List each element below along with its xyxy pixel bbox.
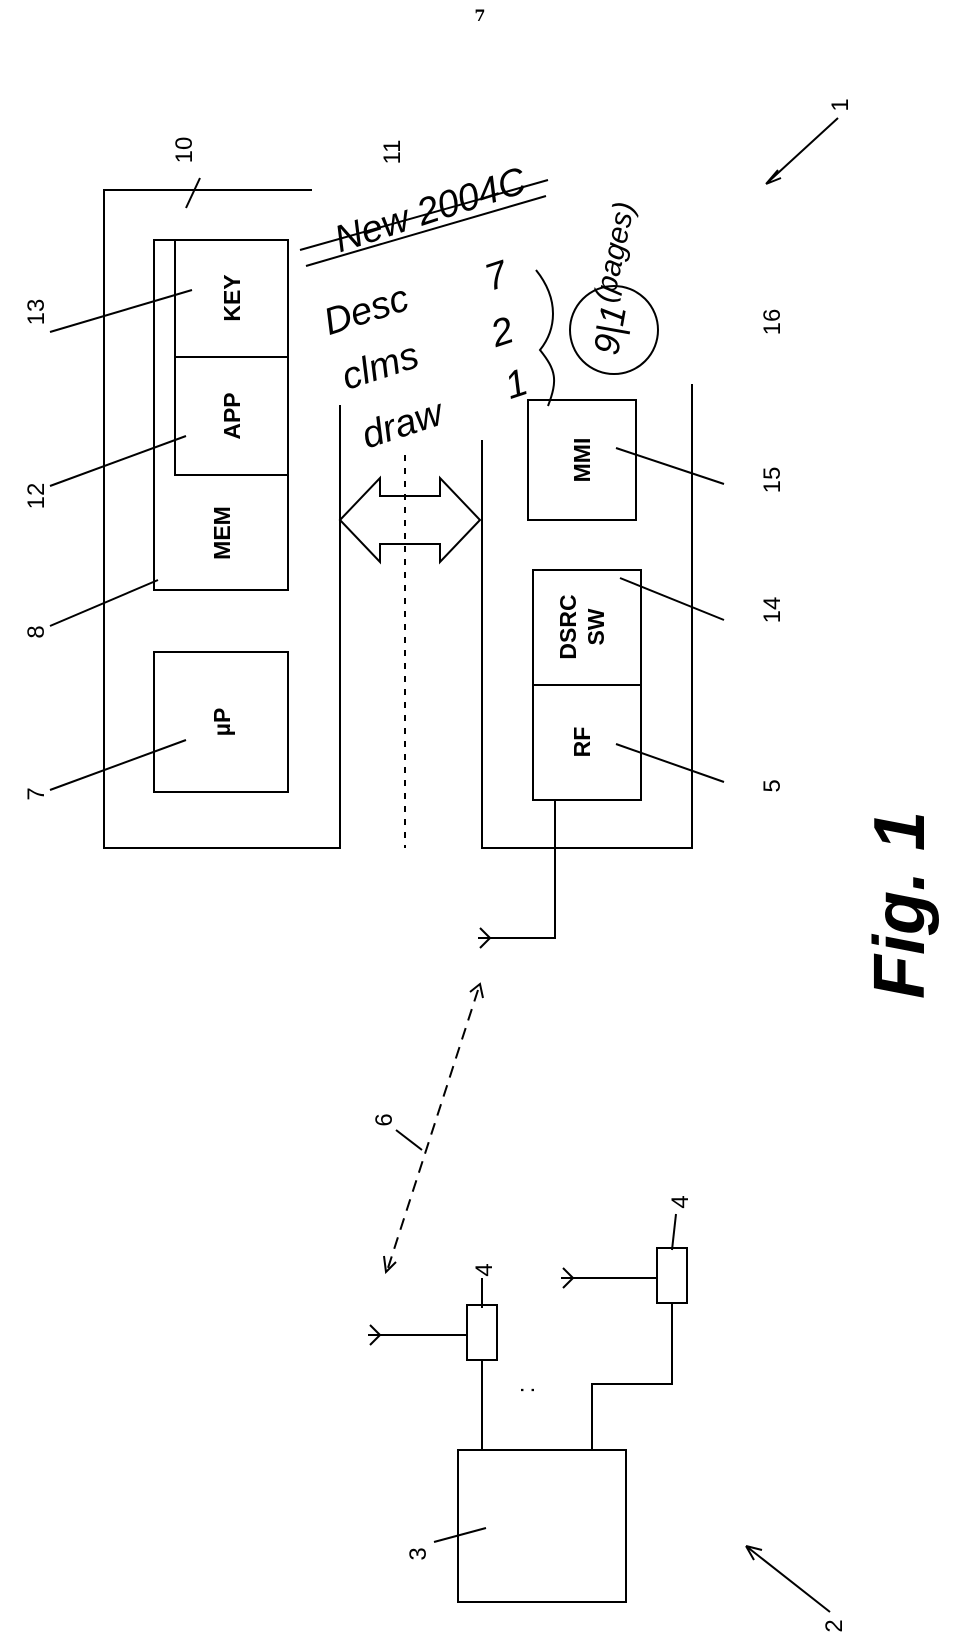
radio-link-dashed (387, 989, 479, 1269)
ref-numeral-6: 6 (371, 1113, 398, 1126)
ref-numeral-5: 5 (759, 779, 786, 792)
ref-leader-13 (49, 289, 193, 333)
ref-leader-8 (49, 579, 159, 627)
ref-leader-4b (671, 1213, 677, 1251)
module-unit-outline (481, 384, 693, 849)
host-unit-outline (103, 189, 341, 849)
note-line2-label: clms (337, 335, 424, 399)
handwritten-note: New 2004C Desc 7 clms 2 draw 1 (pages) 9… (299, 160, 659, 457)
rf-block (532, 684, 642, 801)
ref-leader-6 (395, 1129, 423, 1151)
beacon-b-wire (591, 1303, 673, 1450)
note-circle (569, 285, 659, 375)
dsrc-label-line2: SW (583, 608, 609, 645)
note-line2-value: 2 (485, 309, 519, 356)
interface-double-arrow (338, 475, 482, 565)
rf-label: RF (569, 727, 595, 758)
mmi-label: MMI (569, 438, 595, 483)
processor-label: µP (209, 708, 235, 737)
note-title: New 2004C (329, 160, 531, 261)
note-line1-value: 7 (480, 253, 515, 300)
ref-arrow-2 (745, 1545, 831, 1613)
ref-numeral-11: 11 (379, 140, 406, 165)
rf-antenna-wire (490, 800, 556, 939)
key-label: KEY (219, 274, 245, 321)
mem-label: MEM (209, 506, 235, 560)
central-unit-block (457, 1449, 627, 1603)
ref-leader-12 (49, 435, 187, 487)
ref-leader-3 (433, 1527, 487, 1543)
processor-block (153, 651, 289, 793)
app-label: APP (219, 392, 245, 439)
ref-numeral-1: 1 (827, 98, 854, 111)
beacon-b-block (656, 1247, 688, 1304)
page-number: 7 (474, 6, 486, 25)
ref-numeral-4b: 4 (667, 1195, 694, 1208)
ref-numeral-7: 7 (23, 787, 50, 800)
ref-numeral-4a: 4 (471, 1263, 498, 1276)
note-line3-label: draw (357, 391, 451, 457)
note-line3-value: 1 (500, 361, 533, 407)
ref-leader-14 (619, 577, 725, 621)
ref-numeral-13: 13 (23, 299, 50, 326)
ref-numeral-3: 3 (405, 1547, 432, 1560)
ref-numeral-2: 2 (821, 1619, 848, 1632)
ref-numeral-12: 12 (23, 483, 50, 510)
ref-numeral-14: 14 (759, 597, 786, 624)
rf-antenna-icon (478, 927, 491, 949)
ref-arrow-1 (765, 117, 839, 185)
beacon-b-antenna-icon (561, 1267, 574, 1289)
ref-numeral-15: 15 (759, 467, 786, 494)
note-line1-label: Desc (319, 277, 414, 344)
ref-numeral-16: 16 (759, 309, 786, 336)
ref-leader-10 (185, 177, 201, 209)
ref-numeral-10: 10 (171, 137, 198, 164)
dsrc-label-line1: DSRC (555, 594, 581, 659)
radio-link-arrowhead-bottom (383, 1255, 397, 1275)
note-bracket (535, 269, 556, 407)
mmi-block (527, 399, 637, 521)
ref-leader-5 (615, 743, 725, 783)
radio-link-arrowhead-top (469, 982, 484, 999)
beacon-a-block (466, 1304, 498, 1361)
ref-leader-7 (49, 739, 187, 791)
beacon-ellipsis: : (513, 1387, 540, 1394)
note-underline-1 (299, 179, 549, 251)
note-circled-value: 9|1 (585, 302, 634, 358)
figure-caption: Fig. 1 (860, 811, 940, 999)
beacon-a-antenna-icon (368, 1324, 381, 1346)
note-underline-2 (305, 195, 547, 267)
ref-numeral-8: 8 (23, 625, 50, 638)
ref-leader-15 (615, 447, 725, 485)
